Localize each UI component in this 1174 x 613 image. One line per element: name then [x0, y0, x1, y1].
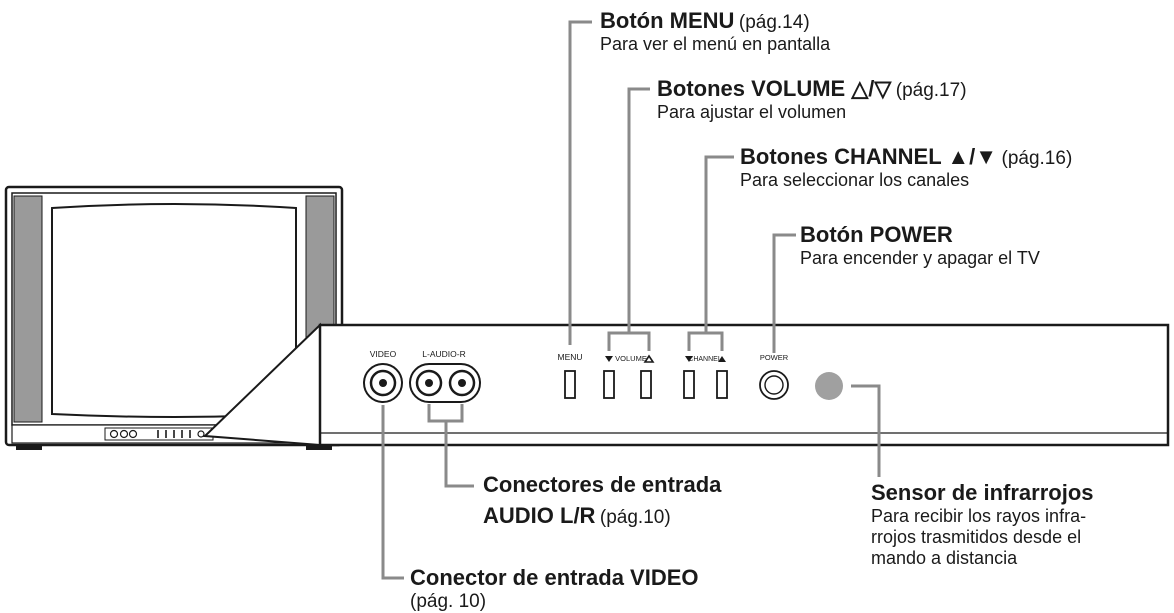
- left-speaker-grille: [13, 195, 43, 423]
- mini-audio-jack-l: [119, 429, 129, 439]
- callout-menu-ref: (pág.14): [738, 12, 810, 33]
- panel-label-power: POWER: [760, 353, 789, 362]
- leader-audio: [444, 421, 474, 488]
- callout-channel-desc: Para seleccionar los canales: [740, 170, 970, 190]
- panel-label-video: VIDEO: [370, 349, 397, 359]
- audio-jack-l[interactable]: [415, 369, 443, 397]
- callout-power-desc: Para encender y apagar el TV: [800, 248, 1040, 268]
- callout-channel-ref: (pág.16): [1001, 148, 1073, 169]
- volume-down-triangle-icon: [605, 356, 613, 362]
- panel-label-menu: MENU: [557, 352, 582, 362]
- callout-video-title: Conector de entrada VIDEO: [410, 565, 699, 590]
- volume-up-triangle-icon: [643, 354, 655, 363]
- callout-menu: Botón MENU (pág.14) Para ver el menú en …: [600, 8, 830, 55]
- channel-up-button[interactable]: [716, 370, 728, 399]
- menu-button[interactable]: [564, 370, 576, 399]
- tv-foot-right: [306, 445, 332, 450]
- callout-menu-desc: Para ver el menú en pantalla: [600, 34, 831, 54]
- callout-channel-title: Botones CHANNEL ▲/▼: [740, 144, 998, 169]
- front-panel: VIDEO L-AUDIO-R MENU VOLUME CHANNEL: [318, 323, 1170, 447]
- leader-sensor: [851, 384, 881, 477]
- callout-power: Botón POWER Para encender y apagar el TV: [800, 222, 1040, 269]
- leader-power: [772, 233, 796, 353]
- panel-label-audio: L-AUDIO-R: [422, 349, 465, 359]
- mini-buttons: [157, 430, 191, 438]
- tv-mini-panel: [104, 427, 214, 441]
- panel-label-volume: VOLUME: [615, 354, 647, 363]
- leader-channel: [704, 155, 734, 333]
- leader-lines: [381, 20, 881, 580]
- panel-label-channel: CHANNEL: [688, 356, 722, 363]
- callout-volume-desc: Para ajustar el volumen: [657, 102, 847, 122]
- audio-jack-r[interactable]: [448, 369, 476, 397]
- callout-sensor-desc-1: Para recibir los rayos infra-: [871, 506, 1087, 526]
- video-jack[interactable]: [363, 363, 403, 403]
- callout-sensor-desc-3: mando a distancia: [871, 548, 1018, 568]
- volume-down-button[interactable]: [603, 370, 615, 399]
- leader-menu: [568, 20, 592, 345]
- callout-audio-title-line2: AUDIO L/R: [483, 503, 596, 528]
- callout-audio: Conectores de entrada AUDIO L/R (pág.10): [483, 472, 721, 529]
- callout-video: Conector de entrada VIDEO (pág. 10): [410, 565, 699, 613]
- mini-audio-jack-r: [128, 429, 138, 439]
- callout-audio-title-line1: Conectores de entrada: [483, 472, 722, 497]
- callout-volume-ref: (pág.17): [895, 80, 967, 101]
- leader-volume: [627, 87, 650, 333]
- callout-volume: Botones VOLUME △/▽ (pág.17) Para ajustar…: [657, 76, 967, 123]
- channel-down-triangle-icon: [685, 356, 693, 362]
- channel-down-button[interactable]: [683, 370, 695, 399]
- callout-menu-title: Botón MENU: [600, 8, 735, 33]
- callout-sensor-title: Sensor de infrarrojos: [871, 480, 1094, 505]
- callout-audio-ref: (pág.10): [599, 507, 671, 528]
- volume-up-button[interactable]: [640, 370, 652, 399]
- callout-volume-title: Botones VOLUME △/▽: [657, 76, 892, 101]
- mini-power: [197, 430, 205, 438]
- power-button[interactable]: [759, 370, 789, 400]
- callout-sensor-desc-2: rrojos trasmitidos desde el: [871, 527, 1082, 547]
- ir-sensor: [815, 372, 843, 400]
- channel-up-triangle-icon: [718, 356, 726, 362]
- leader-video: [381, 405, 404, 580]
- callout-sensor: Sensor de infrarrojos Para recibir los r…: [871, 480, 1094, 569]
- callout-channel: Botones CHANNEL ▲/▼ (pág.16) Para selecc…: [740, 144, 1072, 191]
- mini-video-jack: [109, 429, 119, 439]
- callout-power-title: Botón POWER: [800, 222, 953, 247]
- callout-video-ref: (pág. 10): [410, 591, 487, 612]
- tv-foot-left: [16, 445, 42, 450]
